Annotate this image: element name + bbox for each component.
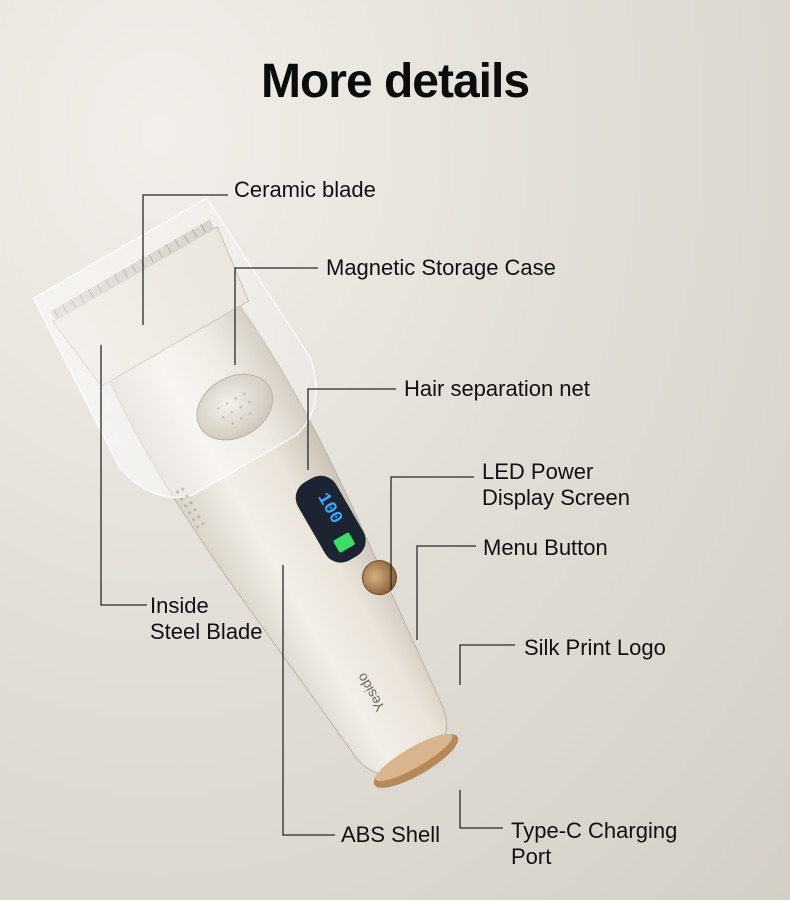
label-ceramic-blade: Ceramic blade	[234, 177, 376, 202]
leader-inside	[100, 345, 147, 606]
label-typec-line2: Port	[511, 844, 552, 869]
leader-typec	[459, 790, 503, 829]
label-silk-print-logo: Silk Print Logo	[524, 635, 666, 660]
label-inside-steel-blade: Inside Steel Blade	[150, 593, 263, 645]
leader-menu	[416, 545, 476, 640]
hair-net	[196, 373, 274, 441]
label-abs-shell: ABS Shell	[341, 822, 441, 847]
leader-led	[390, 476, 474, 590]
leader-case	[234, 267, 318, 365]
page-title: More details	[260, 55, 530, 109]
battery-icon	[333, 532, 355, 553]
leader-logo	[459, 644, 515, 685]
label-inside-line2: Steel Blade	[150, 619, 263, 644]
leader-net	[307, 388, 396, 470]
label-led-line1: LED Power	[482, 459, 594, 484]
menu-button	[361, 560, 397, 596]
label-hair-separation-net: Hair separation net	[404, 376, 590, 401]
label-led-line2: Display Screen	[482, 485, 630, 510]
label-magnetic-storage-case: Magnetic Storage Case	[326, 255, 556, 280]
label-inside-line1: Inside	[150, 593, 209, 618]
leader-abs	[282, 565, 335, 836]
label-typec-line1: Type-C Charging	[511, 818, 678, 843]
leader-ceramic	[142, 194, 228, 325]
label-type-c-port: Type-C Charging Port	[511, 818, 677, 870]
side-vent	[176, 487, 205, 529]
label-menu-button: Menu Button	[483, 535, 608, 560]
label-led-display: LED Power Display Screen	[482, 459, 630, 511]
clipper-body: 100 Yesido	[32, 197, 459, 788]
leader-lines	[100, 194, 515, 836]
